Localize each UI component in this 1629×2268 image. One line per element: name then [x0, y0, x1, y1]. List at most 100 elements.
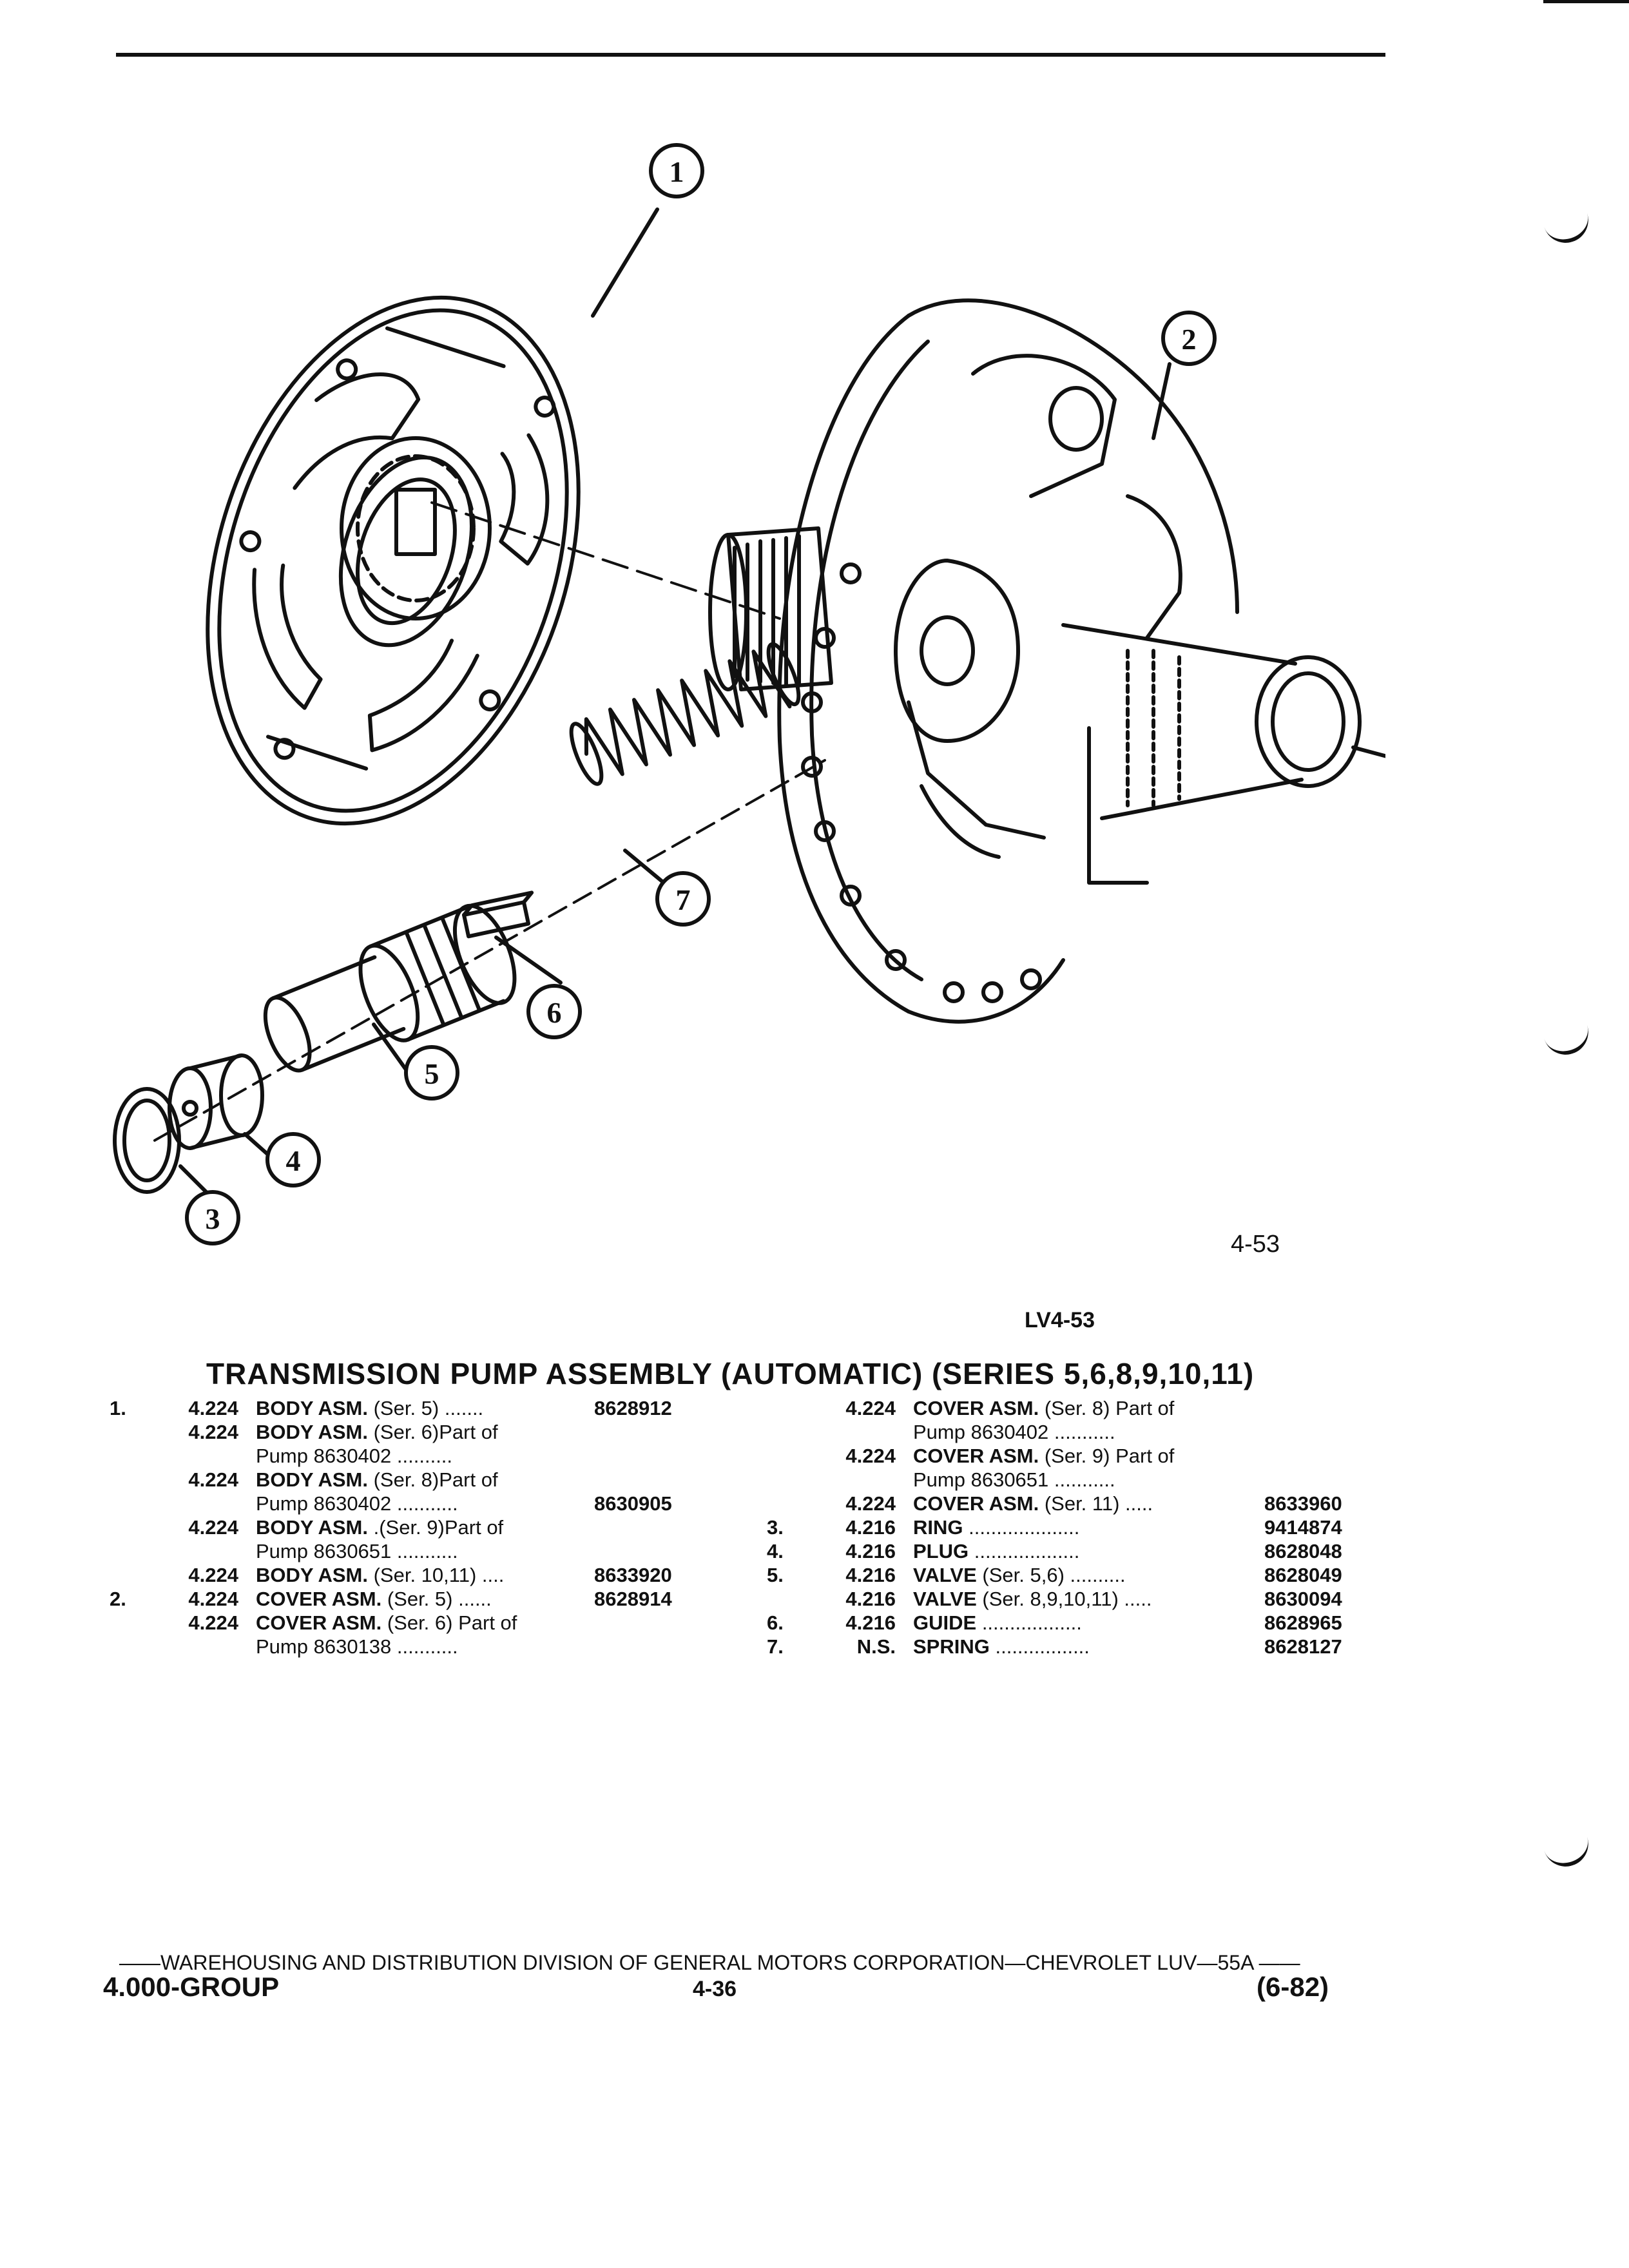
leader-dots: ...........: [396, 1635, 458, 1658]
part-description: SPRING .................: [913, 1635, 1090, 1658]
callout-2: 2: [1182, 323, 1197, 356]
leader-dots: ...........: [396, 1492, 458, 1515]
ref-number: 1.: [110, 1397, 126, 1419]
part-detail: (Ser. 8) Part of: [1044, 1397, 1175, 1419]
part-detail: (Ser. 5): [387, 1588, 453, 1610]
leader-dots: .....: [1124, 1588, 1152, 1610]
leader-dots: ...........: [1054, 1468, 1115, 1491]
part-name: BODY ASM.: [256, 1468, 368, 1491]
part-number: 8633960: [1264, 1492, 1342, 1515]
footer-date: (6-82): [1257, 1972, 1329, 2002]
part-number: 8630094: [1264, 1588, 1342, 1610]
ref-number: 2.: [110, 1588, 126, 1610]
part-description: VALVE (Ser. 8,9,10,11) .....: [913, 1588, 1152, 1611]
group-number: 4.224: [188, 1397, 238, 1419]
pump-body-plate: [206, 295, 581, 826]
part-name: SPRING: [913, 1635, 990, 1658]
figure-number: 4-53: [1231, 1231, 1280, 1258]
part-name: BODY ASM.: [256, 1397, 368, 1419]
part-name: COVER ASM.: [256, 1611, 382, 1634]
group-number: 4.216: [845, 1611, 896, 1634]
callouts: 1 2 7 6 5 4 3: [185, 143, 1217, 1245]
part-description: BODY ASM. (Ser. 8)Part of: [256, 1468, 498, 1492]
part-description: COVER ASM. (Ser. 8) Part of: [913, 1397, 1174, 1420]
group-number: 4.224: [188, 1468, 238, 1491]
part-description: Pump 8630402 ..........: [256, 1445, 452, 1468]
part-description: BODY ASM. .(Ser. 9)Part of: [256, 1516, 503, 1539]
group-number: 4.216: [845, 1588, 896, 1610]
group-number: 4.224: [188, 1516, 238, 1539]
margin-mark: [1544, 1024, 1594, 1061]
part-description: Pump 8630138 ...........: [256, 1635, 458, 1658]
group-number: 4.224: [188, 1421, 238, 1443]
callout-7: 7: [676, 883, 691, 916]
part-name: COVER ASM.: [256, 1588, 382, 1610]
group-number: 4.216: [845, 1540, 896, 1562]
part-number: 8628912: [594, 1397, 672, 1419]
part-description: COVER ASM. (Ser. 6) Part of: [256, 1611, 517, 1635]
group-number: 4.224: [188, 1588, 238, 1610]
part-name: BODY ASM.: [256, 1421, 368, 1443]
part-name: GUIDE: [913, 1611, 977, 1634]
pump-exploded-illustration: 1 2 7 6 5 4 3: [113, 143, 1385, 1245]
part-name: VALVE: [913, 1588, 977, 1610]
callout-4: 4: [286, 1144, 301, 1177]
group-number: 4.224: [845, 1445, 896, 1467]
part-description: BODY ASM. (Ser. 6)Part of: [256, 1421, 498, 1444]
leader-dots: ....: [481, 1564, 505, 1586]
pump-cover: [777, 298, 1385, 1024]
figure-code: LV4-53: [1025, 1308, 1095, 1332]
part-name: RING: [913, 1516, 963, 1539]
group-number: 4.224: [188, 1564, 238, 1586]
ref-number: 5.: [767, 1564, 784, 1586]
part-description: PLUG ...................: [913, 1540, 1079, 1563]
part-name: COVER ASM.: [913, 1492, 1039, 1515]
part-name: COVER ASM.: [913, 1397, 1039, 1419]
spring-part: [569, 642, 801, 786]
leader-dots: .....: [1125, 1492, 1153, 1515]
part-name: VALVE: [913, 1564, 977, 1586]
footer-publisher-line: ——WAREHOUSING AND DISTRIBUTION DIVISION …: [119, 1951, 1300, 1974]
callout-6: 6: [547, 996, 562, 1029]
callout-1: 1: [670, 155, 684, 188]
part-number: 8628049: [1264, 1564, 1342, 1586]
ref-number: 3.: [767, 1516, 784, 1539]
part-detail: Pump 8630651: [256, 1540, 392, 1562]
valve-part: [263, 903, 517, 1073]
part-detail: (Ser. 6)Part of: [373, 1421, 498, 1443]
part-detail: (Ser. 5,6): [982, 1564, 1065, 1586]
corner-rule: [1543, 0, 1629, 3]
ref-number: 4.: [767, 1540, 784, 1562]
part-name: COVER ASM.: [913, 1445, 1039, 1467]
part-detail: Pump 8630402: [256, 1445, 392, 1467]
part-description: RING ....................: [913, 1516, 1079, 1539]
group-number: 4.224: [845, 1492, 896, 1515]
ref-number: 6.: [767, 1611, 784, 1634]
group-number: 4.216: [845, 1516, 896, 1539]
part-description: COVER ASM. (Ser. 5) ......: [256, 1588, 492, 1611]
leader-dots: ...........: [396, 1540, 458, 1562]
part-detail: .(Ser. 9)Part of: [373, 1516, 504, 1539]
group-number: N.S.: [856, 1635, 896, 1658]
part-number: 8633920: [594, 1564, 672, 1586]
part-number: 8628048: [1264, 1540, 1342, 1562]
part-description: VALVE (Ser. 5,6) ..........: [913, 1564, 1126, 1587]
leader-dots: ...........: [1054, 1421, 1115, 1443]
part-description: Pump 8630651 ...........: [913, 1468, 1115, 1492]
part-description: GUIDE ..................: [913, 1611, 1082, 1635]
part-number: 8628965: [1264, 1611, 1342, 1634]
part-number: 8630905: [594, 1492, 672, 1515]
leader-dots: ..........: [1070, 1564, 1126, 1586]
drive-gear: [340, 436, 492, 620]
leader-dots: ......: [458, 1588, 492, 1610]
part-number: 8628127: [1264, 1635, 1342, 1658]
part-detail: (Ser. 11): [1044, 1492, 1120, 1515]
part-detail: (Ser. 10,11): [373, 1564, 477, 1586]
part-description: BODY ASM. (Ser. 10,11) ....: [256, 1564, 504, 1587]
ref-number: 7.: [767, 1635, 784, 1658]
leader-dots: .......: [444, 1397, 484, 1419]
part-description: Pump 8630402 ...........: [256, 1492, 458, 1515]
part-description: Pump 8630402 ...........: [913, 1421, 1115, 1444]
margin-mark: [1544, 1836, 1594, 1872]
group-number: 4.224: [845, 1397, 896, 1419]
